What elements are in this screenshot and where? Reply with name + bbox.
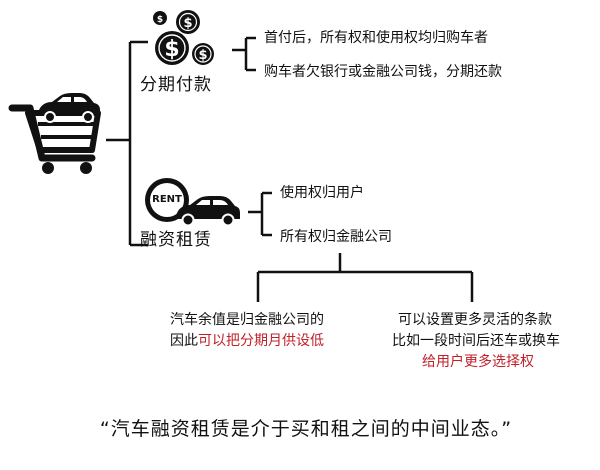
svg-text:$: $ bbox=[198, 48, 207, 63]
installment-point-1: 首付后，所有权和使用权均归购车者 bbox=[264, 30, 488, 46]
installment-point-2: 购车者欠银行或金融公司钱，分期还款 bbox=[264, 64, 502, 80]
rent-badge-text: RENT bbox=[152, 194, 182, 205]
main-bracket bbox=[106, 40, 148, 247]
outcome-right-line-2: 比如一段时间后还车或换车 bbox=[392, 333, 560, 349]
outcome-right-highlight: 给用户更多选择权 bbox=[422, 354, 534, 370]
outcome-left-line-1: 汽车余值是归金融公司的 bbox=[170, 312, 324, 328]
leasing-point-1: 使用权归用户 bbox=[280, 185, 364, 201]
leasing-bracket bbox=[248, 191, 272, 237]
dollar-coins-icon: $ $ $ $ bbox=[153, 10, 214, 65]
leasing-point-2: 所有权归金融公司 bbox=[280, 229, 392, 245]
svg-text:$: $ bbox=[157, 15, 163, 25]
svg-text:$: $ bbox=[183, 16, 192, 31]
outcome-left-plain: 因此 bbox=[170, 333, 198, 349]
outcome-left-highlight: 可以把分期月供设低 bbox=[198, 333, 324, 349]
installment-label: 分期付款 bbox=[140, 75, 212, 95]
car-in-cart-icon bbox=[36, 93, 100, 123]
rental-car-icon bbox=[174, 196, 240, 227]
installment-bracket bbox=[232, 36, 256, 72]
outcome-left-line-2: 因此可以把分期月供设低 bbox=[170, 331, 324, 351]
leasing-label: 融资租赁 bbox=[140, 230, 212, 250]
outcome-bracket bbox=[256, 253, 474, 302]
summary-quote: “汽车融资租赁是介于买和租之间的中间业态。” bbox=[99, 418, 513, 440]
outcome-right-line-1: 可以设置更多灵活的条款 bbox=[398, 312, 552, 328]
svg-text:$: $ bbox=[164, 37, 179, 62]
